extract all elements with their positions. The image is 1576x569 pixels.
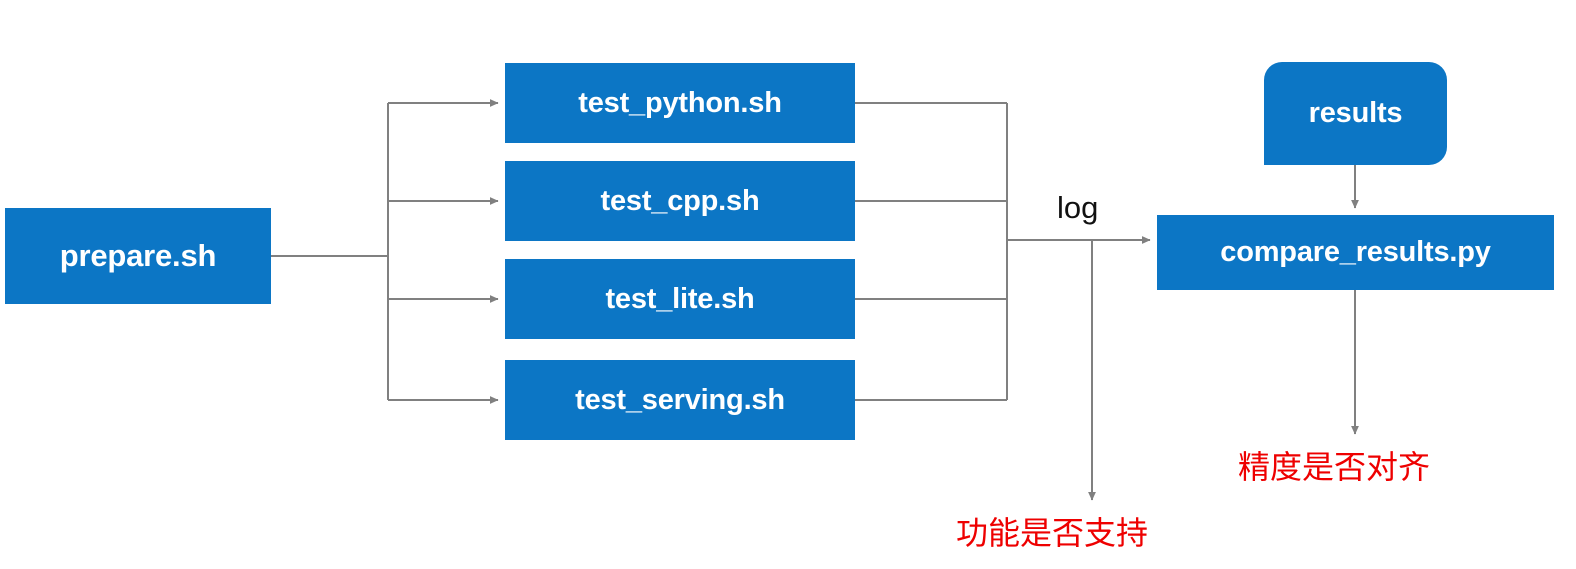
node-compare-results-py[interactable]: compare_results.py	[1157, 215, 1554, 290]
node-test-lite-sh[interactable]: test_lite.sh	[505, 259, 855, 339]
note-precision-aligned: 精度是否对齐	[1238, 448, 1431, 486]
node-test-python-sh[interactable]: test_python.sh	[505, 63, 855, 143]
node-test-serving-sh[interactable]: test_serving.sh	[505, 360, 855, 440]
note-feature-support: 功能是否支持	[956, 514, 1149, 552]
node-test-cpp-sh[interactable]: test_cpp.sh	[505, 161, 855, 241]
node-results[interactable]: results	[1264, 62, 1447, 165]
edge-label-log: log	[1057, 190, 1099, 225]
node-prepare-sh[interactable]: prepare.sh	[5, 208, 271, 304]
